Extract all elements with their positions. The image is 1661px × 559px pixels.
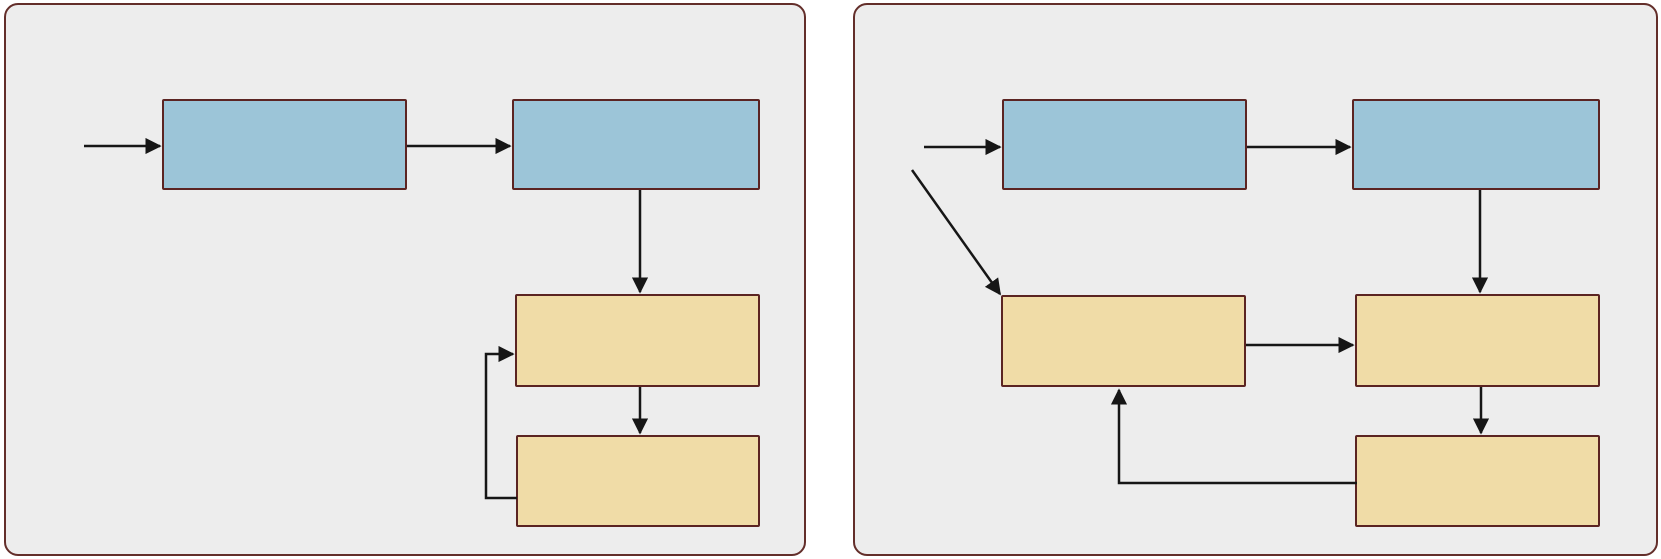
node-left-mid-block (515, 294, 760, 387)
node-right-top-block-2 (1352, 99, 1600, 190)
node-left-top-block-2 (512, 99, 760, 190)
node-right-bottom-block (1355, 435, 1600, 527)
node-left-bottom-block (516, 435, 760, 527)
node-right-top-block-1 (1002, 99, 1247, 190)
node-right-mid-left-block (1001, 295, 1246, 387)
node-left-top-block-1 (162, 99, 407, 190)
node-right-mid-right-block (1355, 294, 1600, 387)
